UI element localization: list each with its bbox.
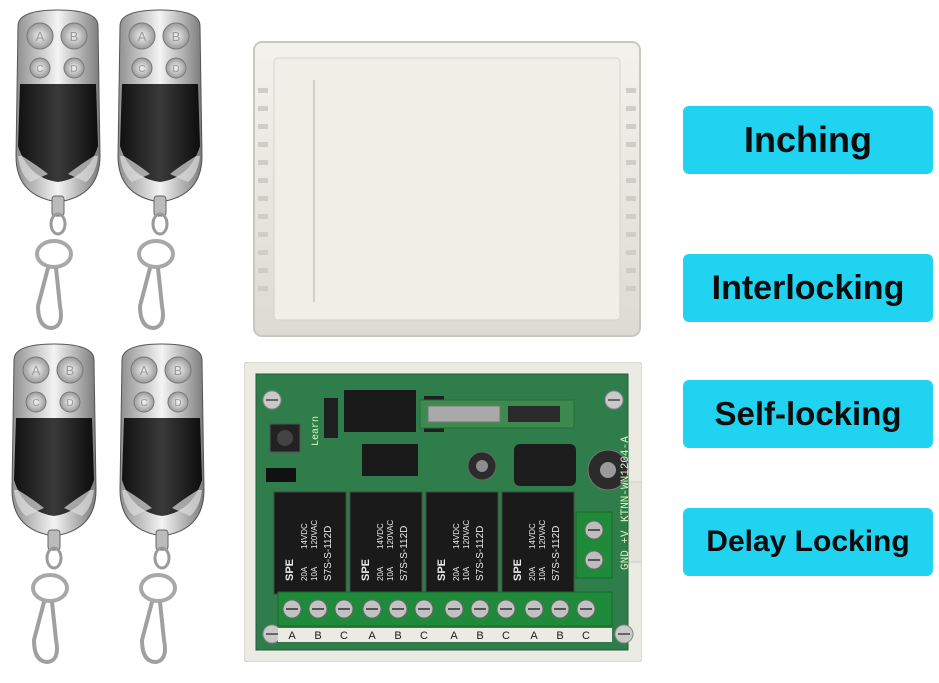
terminal-letter: B	[556, 630, 563, 642]
remote-control-icon: A B C D	[15, 9, 101, 331]
relay-model: S7S-S-112D	[399, 526, 410, 581]
remote-button-a: A	[140, 363, 149, 378]
relay-rating: 14VDC	[300, 523, 309, 549]
remote-button-c: C	[32, 398, 39, 409]
remote-button-b: B	[174, 363, 183, 378]
relay-rating: 120VAC	[310, 520, 319, 549]
remote-button-b: B	[172, 29, 181, 44]
remote-control-4: A B C D	[112, 340, 212, 680]
mode-label-self-locking: Self-locking	[683, 380, 933, 448]
relay-rating: 14VDC	[376, 523, 385, 549]
relay-model: S7S-S-112D	[475, 526, 486, 581]
terminal-letter: C	[420, 630, 428, 642]
board-model-text: KTNN-WN1204-A	[620, 436, 632, 522]
remote-button-a: A	[138, 29, 147, 44]
terminal-letter: B	[476, 630, 483, 642]
relay-rating: 10A	[386, 566, 395, 581]
relay-rating: 10A	[310, 566, 319, 581]
remote-control-3: A B C D	[4, 340, 104, 680]
enclosure-image	[253, 41, 641, 337]
mode-label-interlocking: Interlocking	[683, 254, 933, 322]
relay-rating: 20A	[528, 566, 537, 581]
relay-brand: SPE	[436, 559, 448, 581]
remote-button-d: D	[174, 398, 181, 409]
relay-4: SPE 20A 14VDC 10A 120VAC S7S-S-112D	[501, 491, 575, 595]
remote-button-a: A	[32, 363, 41, 378]
relay-rating: 120VAC	[538, 520, 547, 549]
remote-button-c: C	[36, 64, 43, 75]
relay-brand: SPE	[512, 559, 524, 581]
terminal-letter: A	[450, 630, 458, 642]
relay-rating: 120VAC	[462, 520, 471, 549]
remote-button-b: B	[70, 29, 79, 44]
remote-button-c: C	[140, 398, 147, 409]
relay-1: SPE 20A 14VDC 10A 120VAC S7S-S-112D	[273, 491, 347, 595]
terminal-letter: A	[530, 630, 538, 642]
terminal-letter: B	[314, 630, 321, 642]
remote-control-icon: A B C D	[119, 343, 205, 665]
terminal-letter: C	[582, 630, 590, 642]
relay-rating: 14VDC	[452, 523, 461, 549]
remote-button-b: B	[66, 363, 75, 378]
relay-brand: SPE	[284, 559, 296, 581]
remote-button-d: D	[66, 398, 73, 409]
relay-board-image: Learn SPE 20A 14VDC 10A 120VAC S7S-S-112…	[244, 362, 642, 662]
remote-button-c: C	[138, 64, 145, 75]
remote-control-icon: A B C D	[11, 343, 97, 665]
terminal-letter: B	[394, 630, 401, 642]
remote-button-d: D	[70, 64, 77, 75]
remote-button-a: A	[36, 29, 45, 44]
relay-2: SPE 20A 14VDC 10A 120VAC S7S-S-112D	[349, 491, 423, 595]
mode-label-delay-locking: Delay Locking	[683, 508, 933, 576]
relay-model: S7S-S-112D	[551, 526, 562, 581]
remote-control-icon: A B C D	[117, 9, 203, 331]
power-label: GND +V	[620, 530, 632, 570]
relay-rating: 120VAC	[386, 520, 395, 549]
terminal-letter: C	[502, 630, 510, 642]
relay-rating: 20A	[376, 566, 385, 581]
relay-brand: SPE	[360, 559, 372, 581]
relay-rating: 20A	[300, 566, 309, 581]
mode-label-inching: Inching	[683, 106, 933, 174]
terminal-letter: A	[368, 630, 376, 642]
relay-rating: 14VDC	[528, 523, 537, 549]
relay-rating: 20A	[452, 566, 461, 581]
remote-button-d: D	[172, 64, 179, 75]
relay-model: S7S-S-112D	[323, 526, 334, 581]
terminal-letter: C	[340, 630, 348, 642]
remote-control-2: A B C D	[110, 6, 210, 346]
learn-label: Learn	[311, 416, 322, 446]
relay-3: SPE 20A 14VDC 10A 120VAC S7S-S-112D	[425, 491, 499, 595]
relay-board: Learn SPE 20A 14VDC 10A 120VAC S7S-S-112…	[244, 362, 642, 662]
relay-rating: 10A	[538, 566, 547, 581]
relay-rating: 10A	[462, 566, 471, 581]
receiver-enclosure	[252, 40, 642, 338]
remote-control-1: A B C D	[8, 6, 108, 346]
terminal-letter: A	[288, 630, 296, 642]
